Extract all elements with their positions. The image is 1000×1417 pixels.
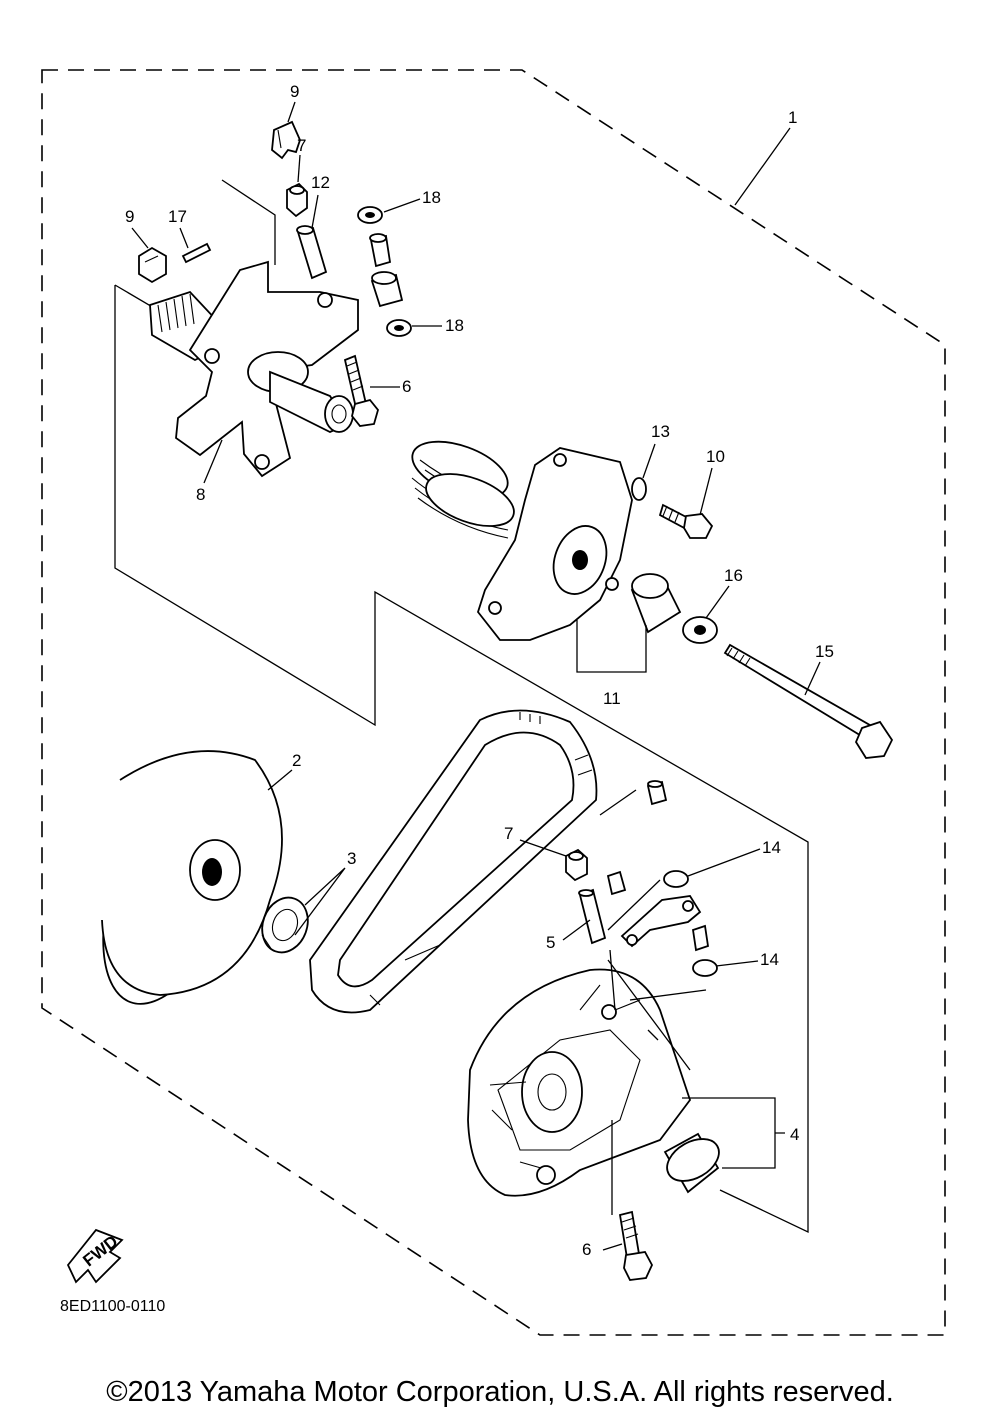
callout-leader-c13 bbox=[642, 443, 656, 479]
part-7-nut-middle bbox=[565, 848, 588, 882]
callout-label-c14b: 14 bbox=[760, 950, 779, 969]
callout-label-c13: 13 bbox=[651, 422, 670, 441]
part-18-washer-bottom bbox=[386, 319, 412, 337]
callout-label-c9a: 9 bbox=[290, 82, 299, 101]
part-code: 8ED1100-0110 bbox=[60, 1298, 166, 1315]
callout-label-c2: 2 bbox=[292, 751, 301, 770]
part-3-collar bbox=[261, 896, 309, 954]
callout-label-c3: 3 bbox=[347, 849, 356, 868]
part-roller-stack bbox=[369, 233, 404, 308]
callout-leader-c5 bbox=[562, 919, 591, 941]
callout-leader-c6b bbox=[602, 1243, 623, 1251]
part-15-long-bolt bbox=[723, 643, 894, 759]
callout-label-c17: 17 bbox=[168, 207, 187, 226]
callout-label-c6a: 6 bbox=[402, 377, 411, 396]
callout-label-c15: 15 bbox=[815, 642, 834, 661]
callout-leader-c12 bbox=[311, 194, 319, 229]
callout-label-c18b: 18 bbox=[445, 316, 464, 335]
part-cap-bolt bbox=[606, 780, 668, 896]
part-4-bushing bbox=[663, 1132, 720, 1194]
callout-leader-c18a bbox=[383, 198, 421, 213]
fwd-direction-badge: FWD bbox=[66, 1228, 124, 1284]
part-16-washer bbox=[682, 616, 718, 644]
callout-leader-c3 bbox=[294, 867, 346, 936]
callout-leader-c14a bbox=[687, 848, 761, 877]
part-9-clip-left bbox=[138, 246, 167, 284]
callout-leader-c9b bbox=[131, 227, 149, 249]
callout-label-c12: 12 bbox=[311, 173, 330, 192]
callout-label-c8: 8 bbox=[196, 485, 205, 504]
drive-belt bbox=[309, 709, 598, 1014]
callout-label-c10: 10 bbox=[706, 447, 725, 466]
callout-leader-c7a bbox=[297, 154, 301, 183]
callout-leader-c17 bbox=[179, 227, 189, 249]
callout-leader-c1 bbox=[734, 127, 791, 206]
part-10-bolt bbox=[658, 503, 714, 539]
part-17-pin bbox=[181, 242, 212, 264]
callout-leader-c2 bbox=[267, 769, 293, 791]
copyright-notice: ©2013 Yamaha Motor Corporation, U.S.A. A… bbox=[106, 1376, 894, 1408]
callout-label-c9b: 9 bbox=[125, 207, 134, 226]
part-spring bbox=[411, 440, 515, 539]
callout-leader-c8 bbox=[203, 439, 223, 484]
callout-leader-c7b bbox=[519, 839, 567, 857]
callout-label-c7b: 7 bbox=[504, 824, 513, 843]
part-13-washer bbox=[631, 477, 647, 501]
callout-leader-c9a bbox=[287, 101, 296, 123]
part-9-clip-top bbox=[271, 120, 301, 160]
part-7-nut-top bbox=[286, 182, 308, 218]
callout-leader-c14b bbox=[715, 960, 759, 967]
part-18-washer-top bbox=[357, 206, 383, 224]
part-6-bolt-bottom bbox=[618, 1210, 654, 1281]
callout-leader-c15 bbox=[804, 661, 821, 696]
callout-label-c7a: 7 bbox=[297, 136, 306, 155]
callout-label-c16: 16 bbox=[724, 566, 743, 585]
part-11-cover bbox=[476, 447, 633, 641]
part-6-bolt-top bbox=[343, 354, 379, 427]
callout-label-c5: 5 bbox=[546, 933, 555, 952]
part-11-bushing bbox=[630, 573, 682, 634]
part-8-spider-shaft bbox=[149, 260, 359, 478]
part-5-pin bbox=[578, 888, 607, 945]
callout-label-c18a: 18 bbox=[422, 188, 441, 207]
part-14-arm bbox=[620, 870, 718, 977]
callout-label-c1: 1 bbox=[788, 108, 797, 127]
callout-label-c11: 11 bbox=[603, 689, 621, 708]
callout-label-c6b: 6 bbox=[582, 1240, 591, 1259]
callout-label-c4: 4 bbox=[790, 1125, 799, 1144]
part-2-fixed-sheave bbox=[101, 750, 283, 1005]
callout-leader-c10 bbox=[699, 467, 713, 516]
part-12-pin bbox=[296, 225, 328, 280]
callout-label-c14a: 14 bbox=[762, 838, 781, 857]
assembly-boundary bbox=[41, 69, 946, 1336]
part-4-movable-sheave bbox=[467, 968, 692, 1197]
callout-leader-c16 bbox=[705, 585, 730, 619]
